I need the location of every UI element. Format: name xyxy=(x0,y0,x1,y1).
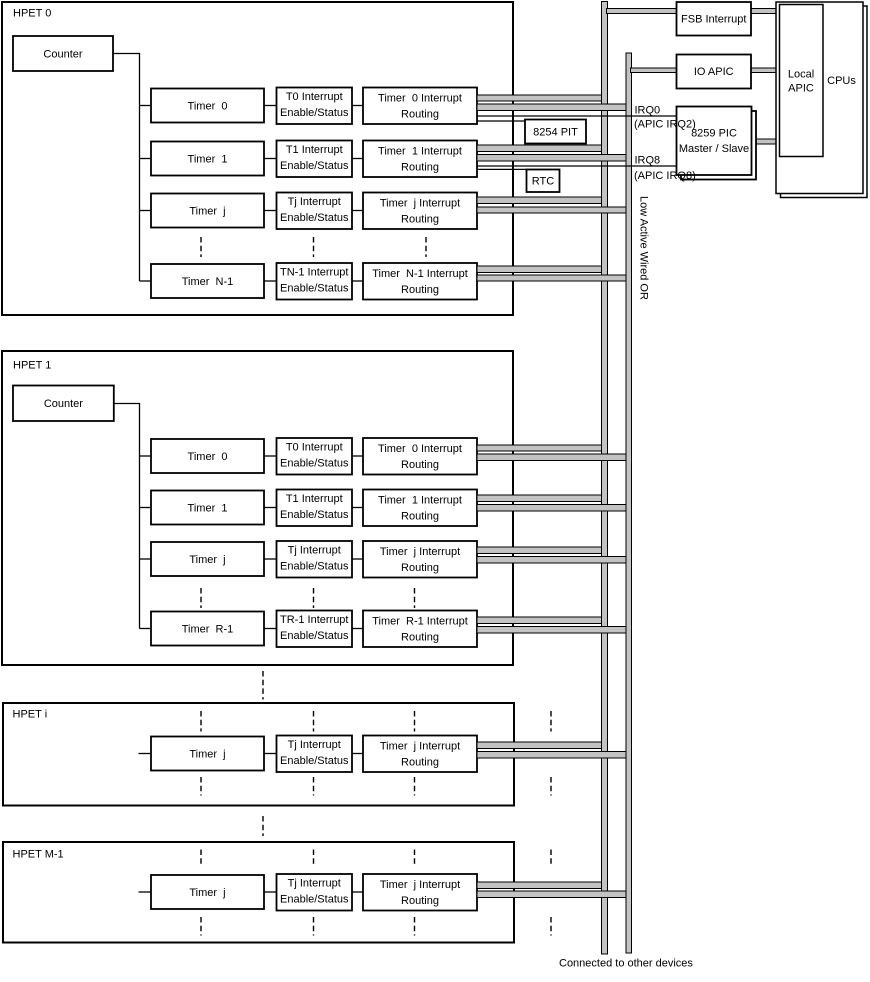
svg-text:HPET 0: HPET 0 xyxy=(13,8,51,20)
svg-text:Enable/Status: Enable/Status xyxy=(280,283,349,295)
svg-text:FSB Interrupt: FSB Interrupt xyxy=(681,14,746,26)
svg-text:Routing: Routing xyxy=(401,214,439,226)
svg-text:TN-1 Interrupt: TN-1 Interrupt xyxy=(280,267,348,279)
svg-text:Timer 1: Timer 1 xyxy=(188,503,228,515)
svg-text:Timer 0: Timer 0 xyxy=(188,451,228,463)
svg-text:Timer N-1: Timer N-1 xyxy=(182,276,234,288)
svg-text:HPET M-1: HPET M-1 xyxy=(13,849,64,861)
svg-text:Timer 1 Interrupt: Timer 1 Interrupt xyxy=(378,495,462,507)
svg-text:IRQ0: IRQ0 xyxy=(635,105,661,117)
svg-text:Enable/Status: Enable/Status xyxy=(280,160,349,172)
svg-text:APIC: APIC xyxy=(788,83,814,95)
svg-text:Tj Interrupt: Tj Interrupt xyxy=(288,196,341,208)
svg-text:Counter: Counter xyxy=(44,398,83,410)
svg-text:IRQ8: IRQ8 xyxy=(635,155,661,167)
svg-text:Master / Slave: Master / Slave xyxy=(679,143,749,155)
svg-text:Low Active Wired OR: Low Active Wired OR xyxy=(638,196,650,300)
svg-text:Tj Interrupt: Tj Interrupt xyxy=(288,878,341,890)
svg-text:Enable/Status: Enable/Status xyxy=(280,561,349,573)
svg-text:Enable/Status: Enable/Status xyxy=(280,458,349,470)
svg-text:8259 PIC: 8259 PIC xyxy=(691,128,737,140)
svg-text:Enable/Status: Enable/Status xyxy=(280,212,349,224)
svg-text:Timer j Interrupt: Timer j Interrupt xyxy=(380,879,460,891)
svg-text:Connected to other devices: Connected to other devices xyxy=(559,958,693,970)
svg-text:Enable/Status: Enable/Status xyxy=(280,894,349,906)
svg-text:Routing: Routing xyxy=(401,632,439,644)
svg-text:T1 Interrupt: T1 Interrupt xyxy=(286,144,343,156)
svg-text:Routing: Routing xyxy=(401,162,439,174)
svg-text:Timer 0 Interrupt: Timer 0 Interrupt xyxy=(378,93,462,105)
svg-text:Tj Interrupt: Tj Interrupt xyxy=(288,739,341,751)
svg-text:Enable/Status: Enable/Status xyxy=(280,755,349,767)
svg-text:Counter: Counter xyxy=(43,49,82,61)
svg-text:Timer j: Timer j xyxy=(189,887,225,899)
svg-text:Timer j: Timer j xyxy=(189,749,225,761)
svg-text:CPUs: CPUs xyxy=(827,75,856,87)
svg-text:HPET 1: HPET 1 xyxy=(13,360,51,372)
svg-text:Enable/Status: Enable/Status xyxy=(280,509,349,521)
svg-text:Local: Local xyxy=(788,69,814,81)
svg-text:Timer 1 Interrupt: Timer 1 Interrupt xyxy=(378,146,462,158)
svg-text:Routing: Routing xyxy=(401,562,439,574)
svg-text:(APIC IRQ8): (APIC IRQ8) xyxy=(634,170,696,182)
svg-text:Timer j Interrupt: Timer j Interrupt xyxy=(380,546,460,558)
svg-text:Tj Interrupt: Tj Interrupt xyxy=(288,545,341,557)
svg-text:Routing: Routing xyxy=(401,109,439,121)
svg-text:IO APIC: IO APIC xyxy=(694,66,734,78)
svg-text:Timer 1: Timer 1 xyxy=(188,154,228,166)
svg-text:Timer R-1: Timer R-1 xyxy=(182,624,234,636)
svg-text:Timer j Interrupt: Timer j Interrupt xyxy=(380,741,460,753)
svg-text:RTC: RTC xyxy=(532,176,554,188)
svg-text:Routing: Routing xyxy=(401,459,439,471)
svg-text:T0 Interrupt: T0 Interrupt xyxy=(286,91,343,103)
svg-text:Timer j: Timer j xyxy=(189,206,225,218)
svg-text:Timer R-1 Interrupt: Timer R-1 Interrupt xyxy=(372,616,468,628)
svg-text:(APIC IRQ2): (APIC IRQ2) xyxy=(634,119,696,131)
svg-text:Routing: Routing xyxy=(401,511,439,523)
svg-text:Routing: Routing xyxy=(401,284,439,296)
svg-text:Timer 0: Timer 0 xyxy=(188,101,228,113)
svg-text:Routing: Routing xyxy=(401,757,439,769)
svg-text:HPET i: HPET i xyxy=(13,709,48,721)
svg-text:Timer N-1 Interrupt: Timer N-1 Interrupt xyxy=(372,268,468,280)
svg-text:T0 Interrupt: T0 Interrupt xyxy=(286,442,343,454)
svg-text:8254 PIT: 8254 PIT xyxy=(533,127,578,139)
svg-text:Enable/Status: Enable/Status xyxy=(280,107,349,119)
svg-text:Timer 0 Interrupt: Timer 0 Interrupt xyxy=(378,443,462,455)
svg-text:Routing: Routing xyxy=(401,895,439,907)
svg-text:Enable/Status: Enable/Status xyxy=(280,630,349,642)
svg-text:Timer j Interrupt: Timer j Interrupt xyxy=(380,198,460,210)
svg-text:Timer j: Timer j xyxy=(189,554,225,566)
svg-text:TR-1 Interrupt: TR-1 Interrupt xyxy=(280,614,348,626)
svg-text:T1 Interrupt: T1 Interrupt xyxy=(286,493,343,505)
